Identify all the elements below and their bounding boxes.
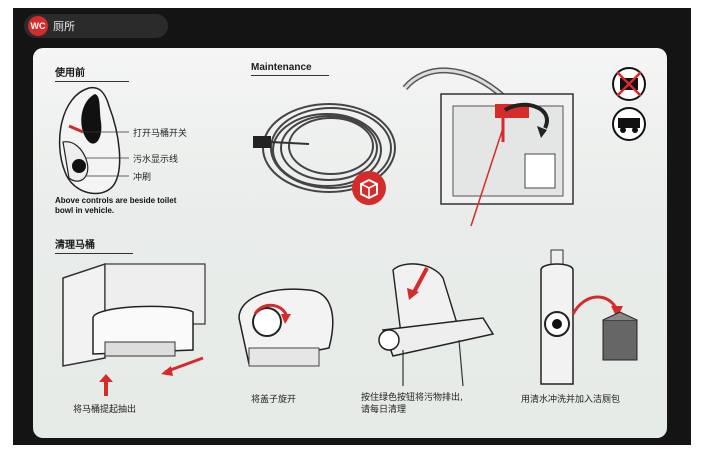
hose-coil-illustration xyxy=(253,103,396,193)
step1-pull-out-cassette-illustration xyxy=(62,262,206,376)
step1-up-arrow-icon xyxy=(99,374,113,396)
header-title: 厕所 xyxy=(53,20,75,33)
label-flush: 冲刷 xyxy=(133,173,152,183)
step4-caption: 用清水冲洗并加入洁厕包 xyxy=(521,395,621,405)
wc-icon: WC xyxy=(28,16,48,36)
toilet-controls-illustration xyxy=(58,86,121,195)
water-tank-fill-illustration xyxy=(402,67,574,227)
controls-note: Above controls are beside toilet bowl in… xyxy=(55,196,177,215)
label-waste-indicator: 污水显示线 xyxy=(133,155,179,165)
cleaning-title: 清理马桶 xyxy=(55,236,133,254)
instruction-card: 使用前 打开马桶开关 污水显示线 冲刷 Above controls are b… xyxy=(33,48,667,438)
maintenance-title: Maintenance xyxy=(251,62,329,76)
service-box-icon xyxy=(352,171,386,205)
step2-unscrew-cap-illustration xyxy=(238,288,334,367)
label-leader-lines xyxy=(85,131,129,177)
step3-empty-waste-illustration xyxy=(378,263,495,387)
rv-vehicle-icon xyxy=(612,107,646,141)
step2-caption: 将盖子旋开 xyxy=(251,395,297,405)
header-pill[interactable]: WC 厕所 xyxy=(24,14,168,38)
step4-rinse-cassette-illustration xyxy=(540,249,638,385)
label-open-toilet-switch: 打开马桶开关 xyxy=(133,129,188,139)
before-use-title: 使用前 xyxy=(55,64,129,82)
step3-caption: 按住绿色按钮将污物排出, 请每日清理 xyxy=(361,393,463,415)
no-rv-crossed-icon xyxy=(612,67,646,101)
step1-caption: 将马桶提起抽出 xyxy=(73,405,137,415)
